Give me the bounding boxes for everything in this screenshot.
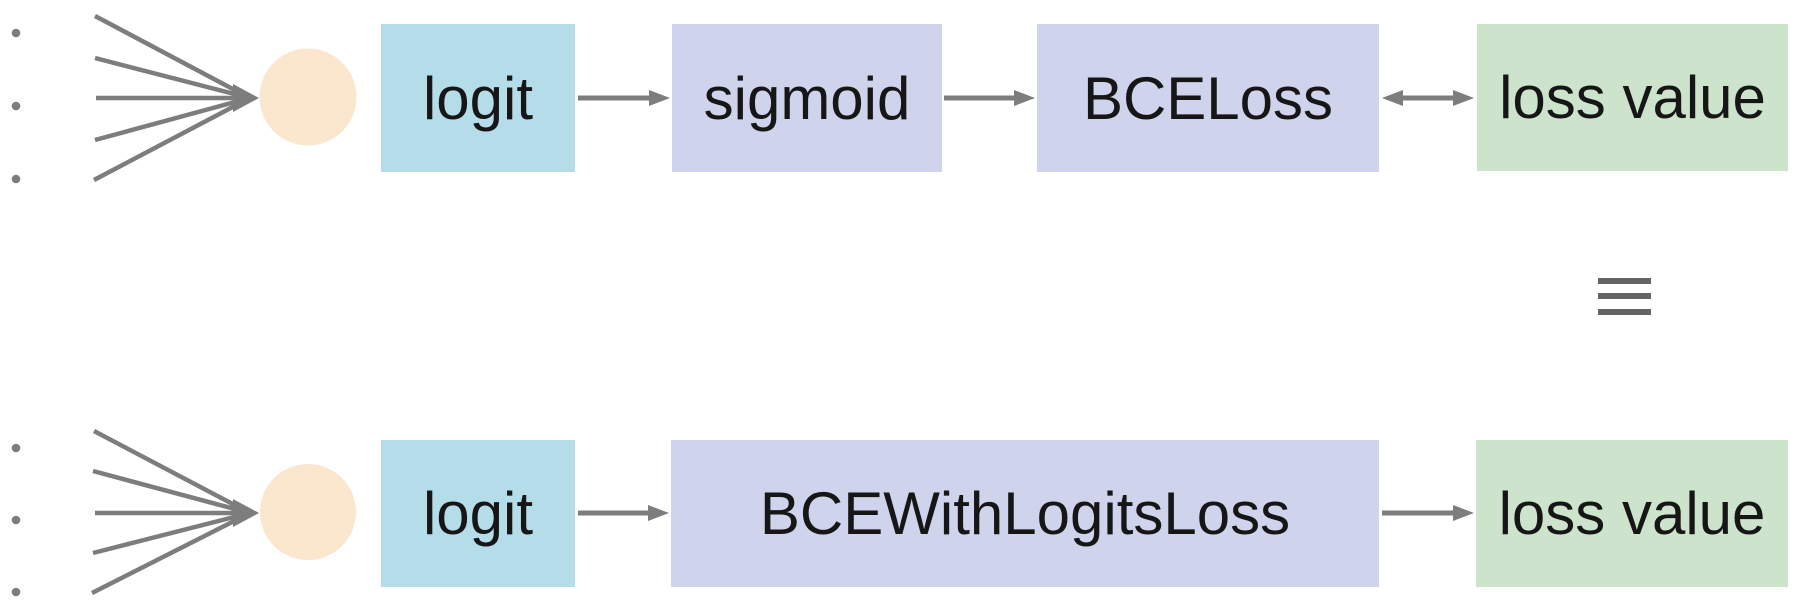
node-loss-value-top: loss value: [1477, 24, 1788, 171]
fan-in-lines-top: [92, 14, 248, 182]
arrow-logit-to-bcewithlogitsloss: [578, 505, 669, 521]
arrow-bceloss-lossvalue-bidirectional: [1382, 90, 1474, 106]
neuron-circle-top: [259, 48, 357, 146]
input-dot-icon: [11, 101, 21, 111]
node-bceloss: BCELoss: [1037, 24, 1379, 172]
input-dot-icon: [11, 443, 21, 453]
input-dot-icon: [11, 587, 21, 597]
input-dot-icon: [11, 28, 21, 38]
equivalence-bar: [1598, 309, 1651, 315]
node-logit-bottom: logit: [381, 440, 575, 587]
equivalence-bar: [1598, 278, 1651, 284]
arrow-bcewithlogitsloss-to-lossvalue: [1382, 505, 1474, 521]
input-dots-top: [11, 28, 21, 184]
input-dot-icon: [11, 515, 21, 525]
equivalence-icon: [1598, 278, 1651, 316]
input-dot-icon: [11, 174, 21, 184]
node-sigmoid: sigmoid: [672, 24, 942, 172]
node-logit-top: logit: [381, 24, 575, 172]
node-bcewithlogitsloss: BCEWithLogitsLoss: [671, 440, 1379, 587]
arrow-sigmoid-to-bceloss: [944, 90, 1035, 106]
fan-in-arrowhead-top: [233, 84, 259, 112]
equivalence-bar: [1598, 293, 1651, 299]
neuron-circle-bottom: [260, 464, 356, 560]
node-loss-value-bottom: loss value: [1476, 440, 1788, 587]
fan-in-lines-bottom: [90, 429, 248, 596]
input-dots-bottom: [11, 443, 21, 597]
fan-in-arrowhead-bottom: [233, 499, 259, 527]
arrow-logit-to-sigmoid: [578, 90, 670, 106]
